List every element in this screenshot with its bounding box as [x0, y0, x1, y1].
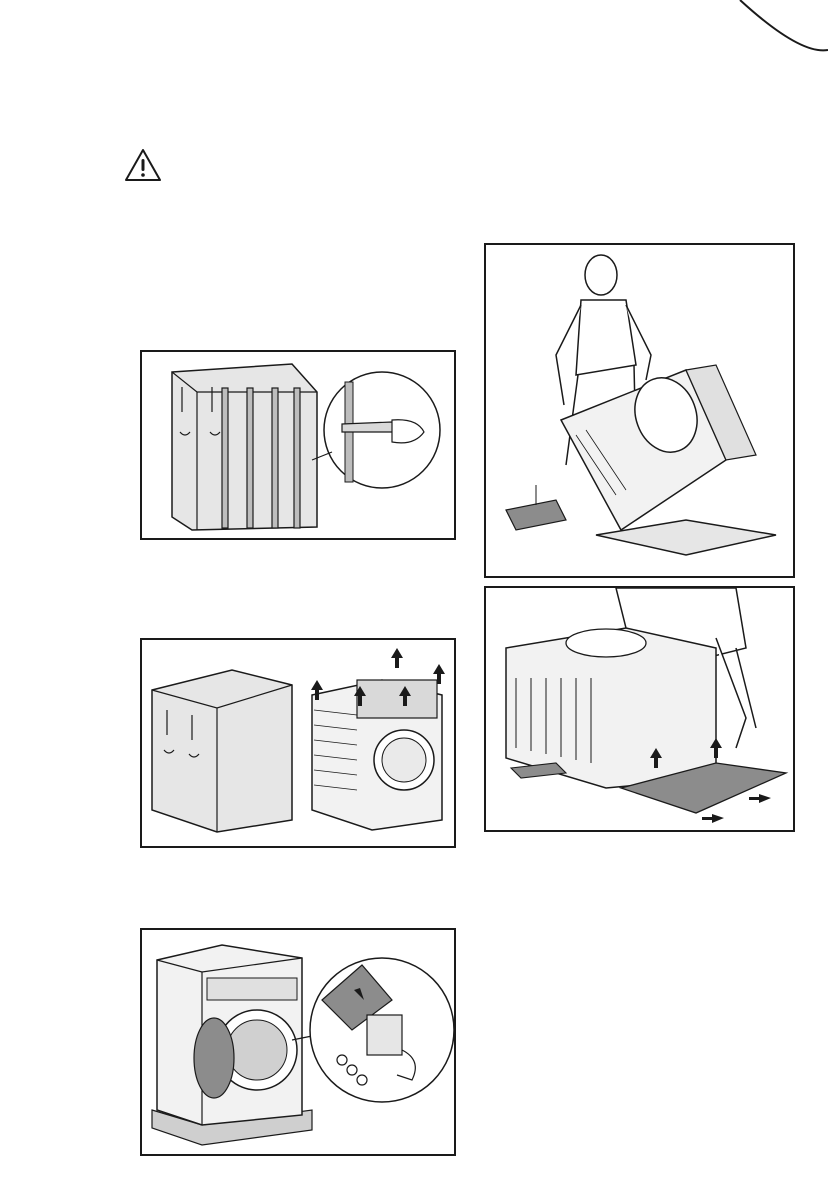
figure-remove-bag	[140, 928, 456, 1156]
packaged-washer-illustration	[142, 352, 454, 538]
figure-tilt-machine	[484, 243, 795, 578]
warning-triangle-icon	[124, 148, 162, 182]
tilt-machine-illustration	[486, 245, 793, 576]
remove-base-illustration	[486, 588, 793, 830]
remove-bag-illustration	[142, 930, 454, 1154]
figure-remove-cover	[140, 638, 456, 848]
page-corner-cut-line	[0, 0, 828, 80]
figure-cut-straps	[140, 350, 456, 540]
figure-remove-base	[484, 586, 795, 832]
remove-cover-illustration	[142, 640, 454, 846]
